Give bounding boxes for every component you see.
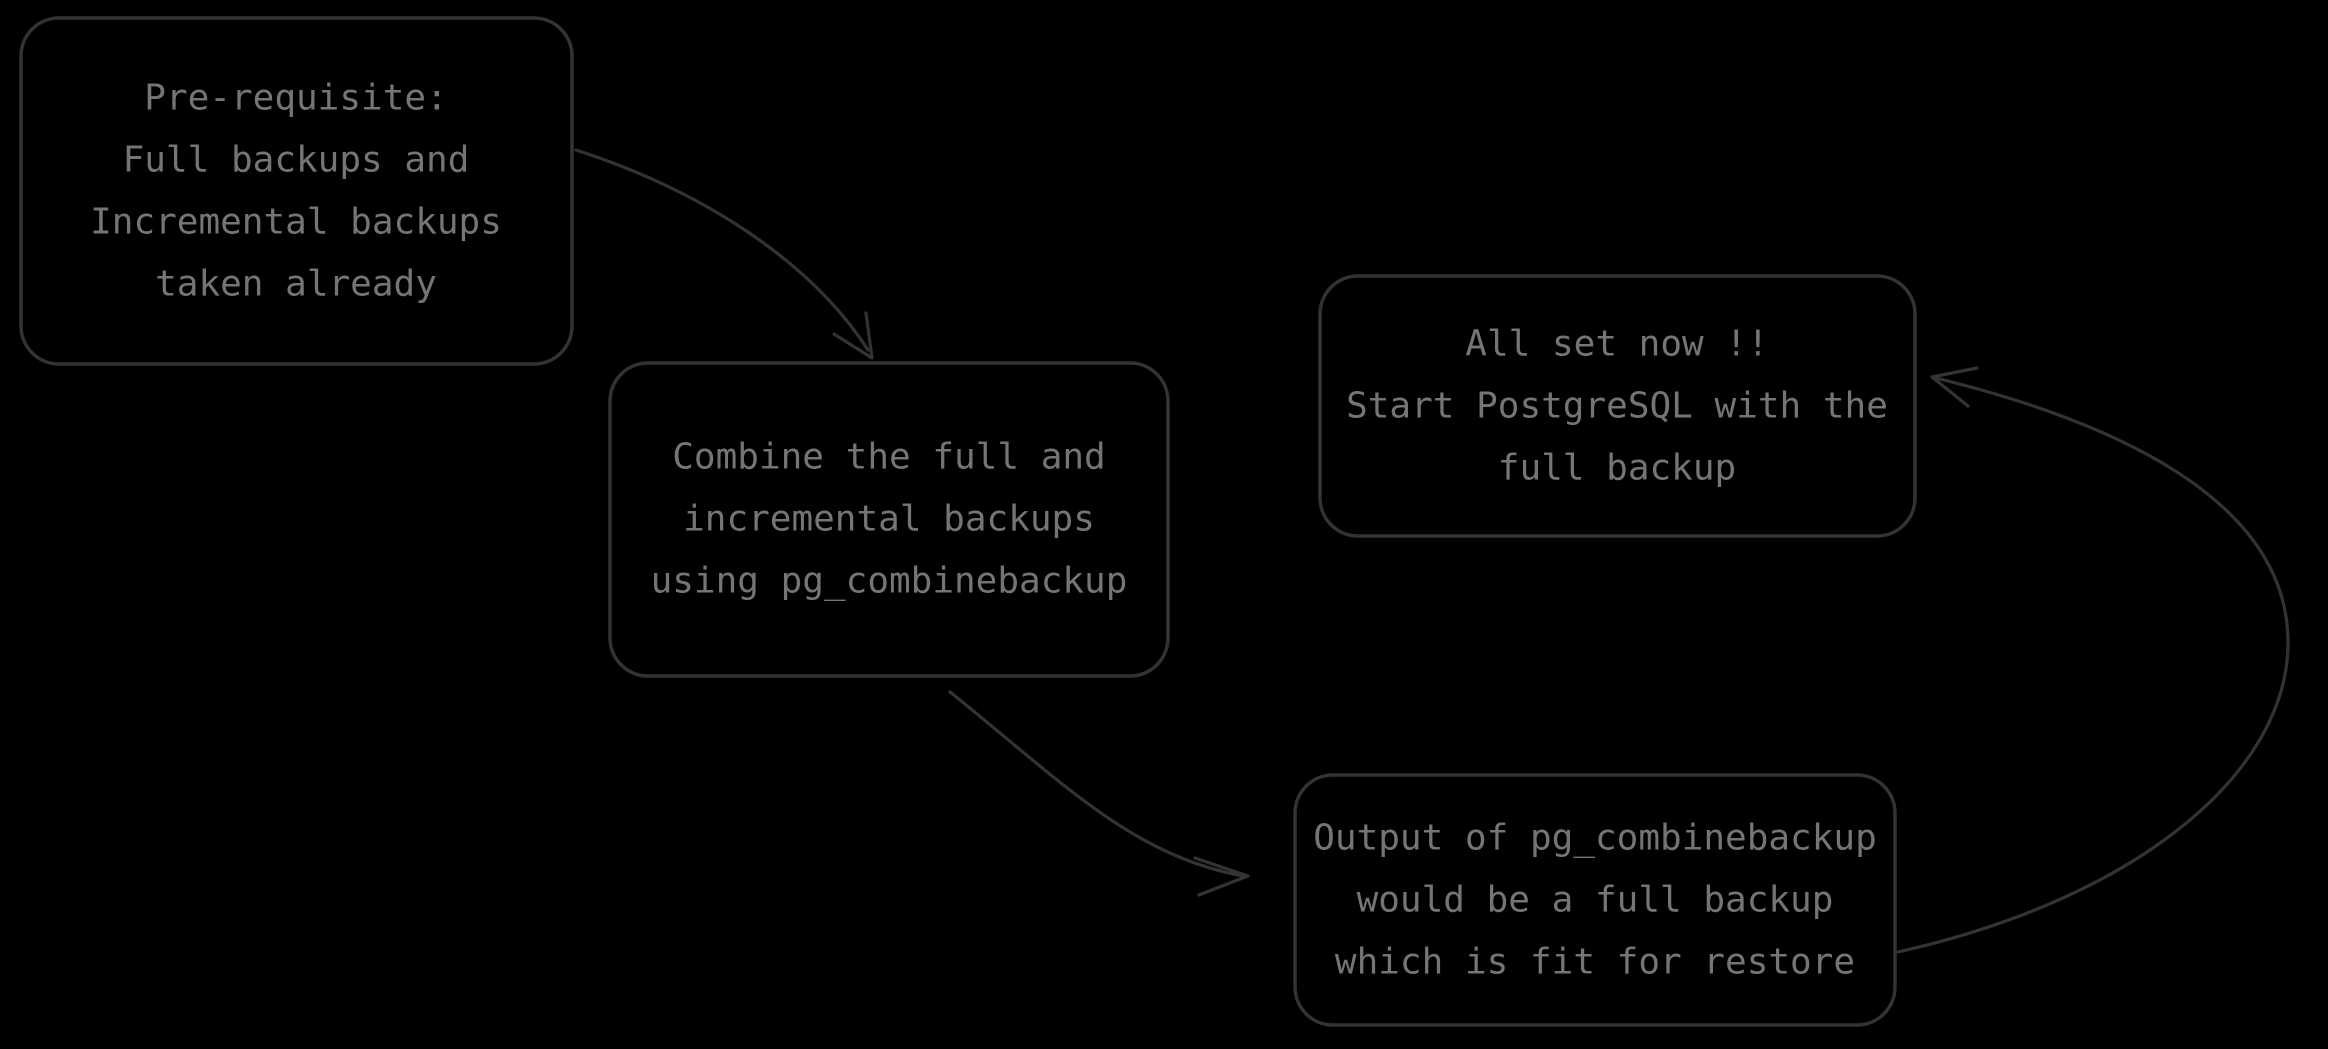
node-output-line-3: which is fit for restore xyxy=(1335,942,1855,983)
node-prerequisite-line-4: taken already xyxy=(155,264,437,305)
node-combine-line-3: using pg_combinebackup xyxy=(651,561,1128,602)
node-combine-line-1: Combine the full and xyxy=(672,437,1105,478)
node-output-line-2: would be a full backup xyxy=(1357,880,1834,921)
node-all-set-line-1: All set now !! xyxy=(1465,324,1768,365)
node-combine-line-2: incremental backups xyxy=(683,499,1095,540)
node-all-set-line-2: Start PostgreSQL with the xyxy=(1346,386,1888,427)
node-prerequisite-line-1: Pre-requisite: xyxy=(144,78,447,119)
node-output-line-1: Output of pg_combinebackup xyxy=(1313,818,1877,859)
node-all-set-box xyxy=(1318,274,1917,538)
node-output-box xyxy=(1293,773,1897,1027)
node-combine-box xyxy=(608,361,1170,678)
arrow-prerequisite-to-combine xyxy=(574,148,870,352)
arrowhead-combine-to-output xyxy=(1193,856,1250,897)
node-all-set-line-3: full backup xyxy=(1498,448,1736,489)
arrowhead-prerequisite-to-combine xyxy=(832,311,874,360)
arrow-output-to-all-set xyxy=(1896,375,2290,954)
node-prerequisite-box xyxy=(19,16,574,366)
arrowhead-output-to-all-set xyxy=(1930,366,1979,408)
shapes-layer xyxy=(19,16,2290,1027)
arrow-combine-to-output xyxy=(948,690,1245,878)
text-layer: Pre-requisite: Full backups and Incremen… xyxy=(90,78,1888,983)
node-prerequisite-line-3: Incremental backups xyxy=(90,202,502,243)
node-prerequisite-line-2: Full backups and xyxy=(123,140,470,181)
